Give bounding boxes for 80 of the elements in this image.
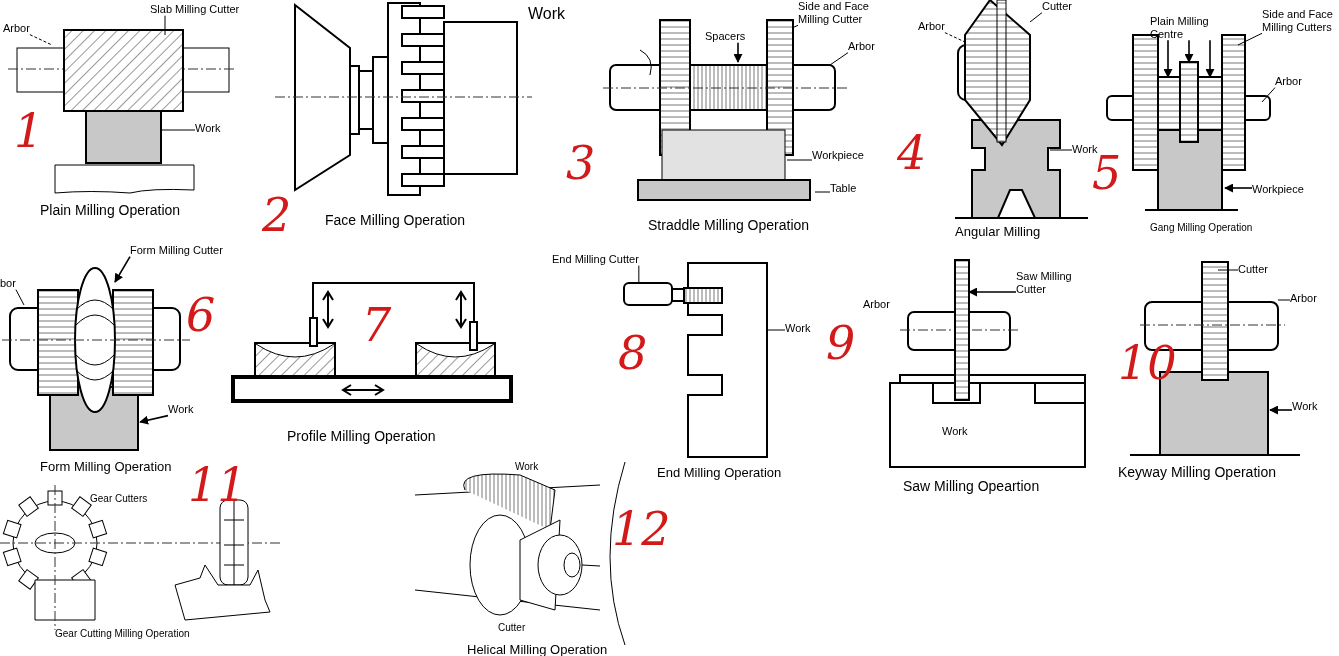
caption: Keyway Milling Operation [1118, 464, 1276, 481]
leader-line [161, 129, 196, 131]
figure-number: 4 [897, 130, 927, 176]
caption: Angular Milling [955, 225, 1041, 240]
figure-number: 12 [612, 506, 671, 552]
part-label: Cutter [1238, 263, 1268, 276]
caption: Form Milling Operation [40, 460, 172, 475]
part-label: Work [168, 403, 194, 416]
leader-line [15, 289, 25, 306]
leader-line [1277, 299, 1291, 301]
leader-arrow [968, 287, 1017, 297]
leader-arrow [139, 414, 169, 425]
leader-arrow [114, 255, 131, 283]
figure-number: 1 [14, 108, 44, 154]
figure-number: 11 [188, 462, 247, 508]
part-label: Arbor [1290, 292, 1317, 305]
part-label: Table [830, 182, 857, 195]
caption: Gear Cutters [90, 493, 148, 505]
leader-line [829, 52, 849, 66]
leader-line [164, 15, 166, 36]
leader-arrow [1184, 39, 1194, 63]
part-label: Work [195, 122, 221, 135]
caption: Plain Milling Operation [40, 202, 181, 219]
part-label: Side and Face Milling Cutters [1262, 8, 1338, 34]
caption: Helical Milling Operation [467, 643, 608, 656]
part-label: Saw Milling Cutter [1016, 270, 1078, 296]
part-label: Workpiece [812, 149, 864, 162]
figure-number: 10 [1118, 340, 1177, 386]
leader-arrow [1224, 183, 1253, 193]
caption: Saw Milling Opeartion [903, 478, 1040, 495]
part-label: Workpiece [1252, 183, 1304, 196]
workpiece-drawing [687, 262, 768, 458]
leader-arrow [1205, 39, 1215, 78]
figure-number: 8 [618, 330, 648, 376]
part-label: Work [785, 322, 811, 335]
caption: Work [515, 461, 539, 473]
part-label: Spacers [705, 30, 746, 43]
figure-number: 3 [566, 140, 596, 186]
leader-line [786, 159, 813, 161]
caption: Cutter [498, 622, 526, 634]
caption: Gear Cutting Milling Operation [55, 628, 190, 640]
part-label: Work [942, 425, 968, 438]
part-label: Arbor [3, 22, 30, 35]
part-label: Arbor [1275, 75, 1302, 88]
part-label: Work [1292, 400, 1318, 413]
figure-number: 2 [262, 192, 292, 238]
caption: Straddle Milling Operation [648, 217, 810, 234]
caption: Gang Milling Operation [1150, 222, 1253, 234]
saw-blade-drawing [954, 259, 970, 401]
leader-line [944, 32, 966, 43]
part-label: Plain Milling Centre [1150, 15, 1214, 41]
part-label: bor [0, 277, 16, 290]
part-label: Cutter [1042, 0, 1072, 13]
figure-number: 7 [362, 302, 392, 348]
leader-line [1237, 32, 1263, 46]
leader-line [814, 191, 831, 193]
leader-line [1029, 12, 1043, 23]
leader-line [1049, 149, 1073, 151]
part-label: Work [528, 5, 566, 24]
part-label: Arbor [848, 40, 875, 53]
part-label: End Milling Cutter [552, 253, 639, 266]
leader-line [1217, 269, 1239, 271]
part-label: Arbor [918, 20, 945, 33]
leader-arrow [733, 41, 743, 63]
part-label: Slab Milling Cutter [150, 3, 240, 16]
caption: Profile Milling Operation [287, 428, 436, 445]
figure-number: 6 [186, 292, 216, 338]
leader-arrow [1163, 39, 1173, 78]
end-mill-drawing [623, 282, 723, 306]
leader-line [638, 265, 640, 284]
leader-line [766, 329, 786, 331]
leader-line [29, 34, 53, 46]
leader-arrow [1269, 405, 1293, 415]
leader-line [791, 24, 799, 29]
part-label: Form Milling Cutter [130, 244, 223, 257]
leader-line [1261, 87, 1276, 103]
part-label: Arbor [863, 298, 890, 311]
part-label: Side and Face Milling Cutter [798, 0, 890, 26]
figure-number: 9 [826, 320, 856, 366]
caption: Face Milling Operation [325, 212, 466, 229]
